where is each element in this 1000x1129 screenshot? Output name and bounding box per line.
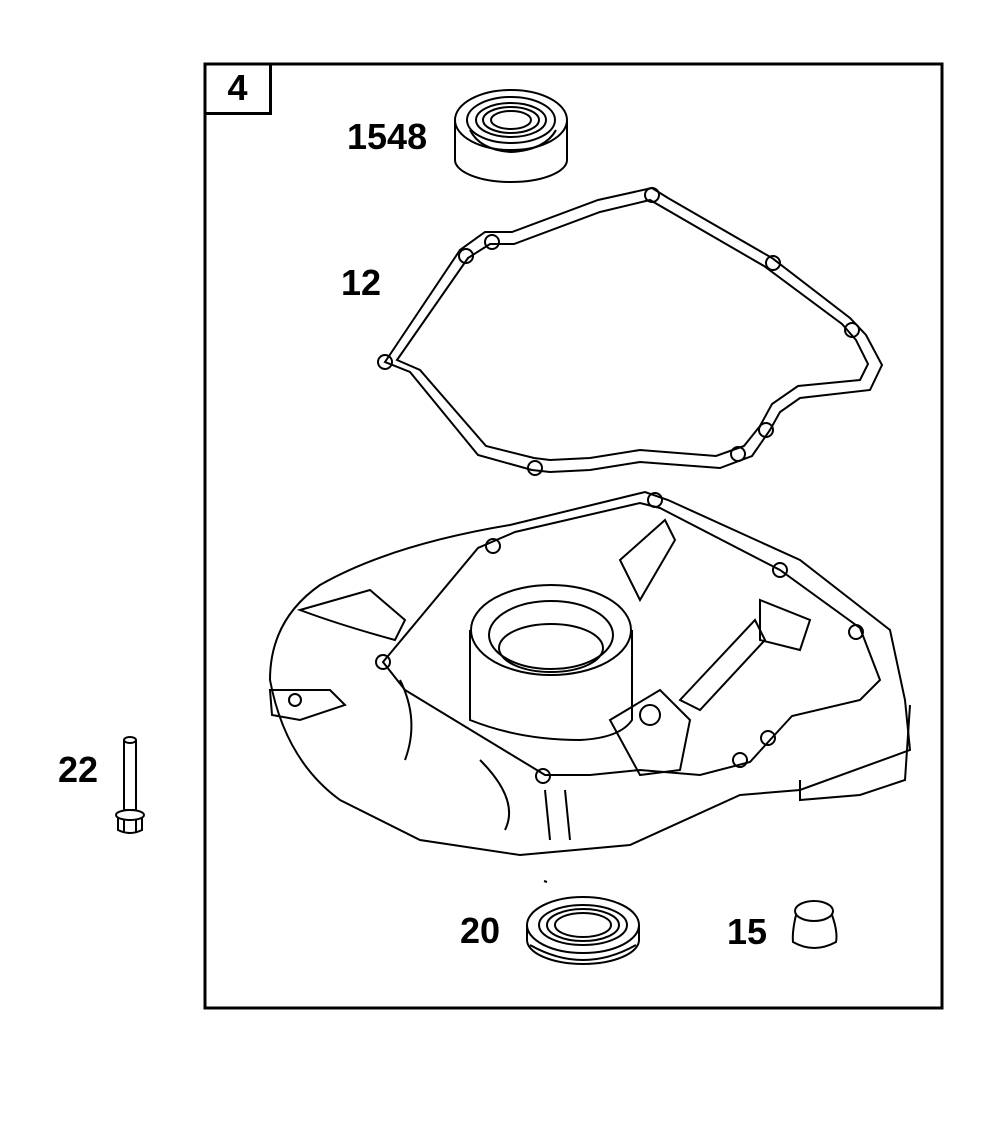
oil-seal-part [527, 881, 639, 964]
gasket-part [378, 188, 882, 475]
part-label-bolt: 22 [58, 749, 99, 790]
ball-bearing-part [455, 90, 567, 182]
flange-bolt-part [116, 737, 144, 833]
part-label-bearing: 1548 [347, 116, 428, 157]
assembly-number: 4 [206, 64, 272, 115]
crankcase-cover-part [270, 492, 910, 855]
plug-cap-part [793, 901, 837, 948]
assembly-frame [205, 64, 942, 1008]
part-label-seal: 20 [460, 910, 501, 951]
part-label-gasket: 12 [341, 262, 382, 303]
part-label-cap: 15 [727, 911, 768, 952]
